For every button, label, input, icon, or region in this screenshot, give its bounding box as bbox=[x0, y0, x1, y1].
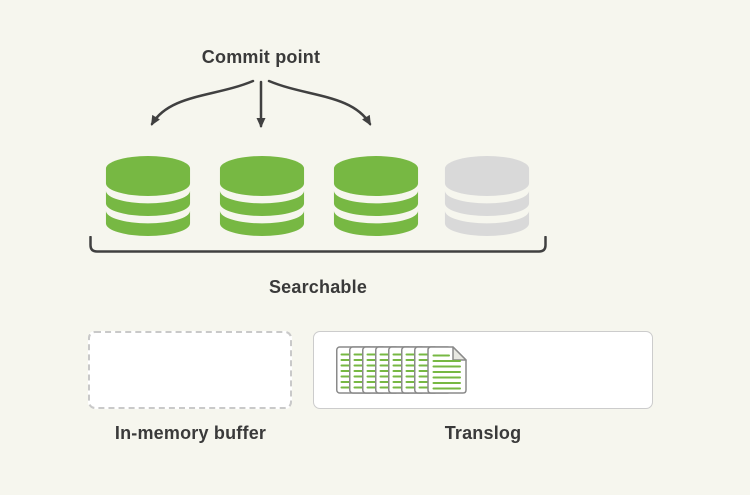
commit-arrows-icon bbox=[150, 79, 372, 128]
searchable-label: Searchable bbox=[268, 277, 368, 297]
commit-point-label: Commit point bbox=[201, 47, 321, 67]
translog-documents-icon bbox=[336, 346, 467, 394]
segment-cylinder-3 bbox=[333, 156, 419, 236]
in-memory-buffer-box bbox=[88, 331, 292, 409]
translog-label: Translog bbox=[444, 423, 522, 443]
segment-cylinder-4-uncommitted bbox=[444, 156, 530, 236]
segment-cylinder-1 bbox=[105, 156, 191, 236]
in-memory-buffer-label: In-memory buffer bbox=[114, 423, 267, 443]
translog-box bbox=[313, 331, 653, 409]
segment-cylinder-2 bbox=[219, 156, 305, 236]
searchable-bracket-icon bbox=[89, 236, 547, 253]
